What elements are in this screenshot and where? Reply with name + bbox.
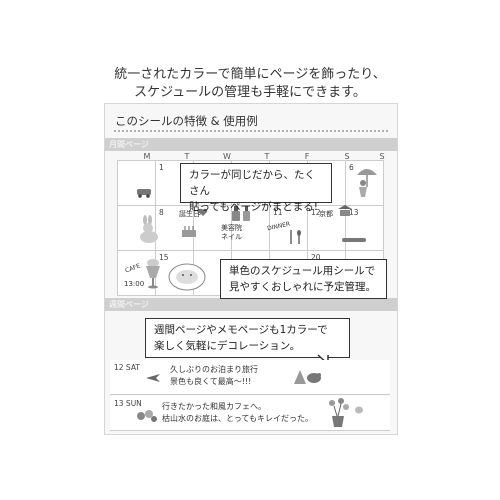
speech-bubble-weekly: 週間ページやメモページも1カラーで 楽しく気軽にデコレーション。 bbox=[145, 318, 350, 358]
event-kyoto: 京都 bbox=[319, 210, 333, 218]
shoes-icon bbox=[342, 238, 366, 242]
date-number: 12 bbox=[311, 208, 321, 217]
flower-vase-icon bbox=[329, 398, 349, 427]
flowers-icon bbox=[137, 410, 157, 422]
diary-note: 久しぶりのお泊まり旅行 bbox=[170, 365, 258, 374]
date-number: 20 bbox=[311, 253, 321, 262]
car-icon bbox=[137, 189, 151, 198]
date-number: 9 bbox=[197, 208, 202, 217]
nail-polish-icon bbox=[232, 206, 250, 221]
bubble-text: 単色のスケジュール用シールで bbox=[229, 265, 376, 277]
speech-bubble-schedule: 単色のスケジュール用シールで 見やすくおしゃれに予定管理。 bbox=[220, 259, 387, 299]
date-number: 1 bbox=[159, 163, 164, 172]
weekday-sat: S bbox=[344, 152, 350, 161]
weekday-tue: T bbox=[184, 152, 190, 161]
heart-icon bbox=[198, 208, 208, 216]
calendar-cell bbox=[232, 206, 270, 251]
date-number: 11 bbox=[273, 208, 283, 217]
calendar-cell: 12 bbox=[308, 206, 346, 251]
weekly-section-bar: 週間ページ bbox=[105, 298, 397, 311]
calendar-cell: 6 bbox=[346, 161, 384, 206]
calendar-cell: 9 bbox=[194, 206, 232, 251]
calendar-cell bbox=[118, 206, 156, 251]
calendar-cell bbox=[308, 161, 346, 206]
weekday-wed: W bbox=[223, 152, 231, 161]
bird-icon bbox=[294, 370, 321, 384]
temple-icon bbox=[338, 205, 352, 216]
event-nail: ネイル bbox=[221, 233, 242, 241]
event-time: 13:00 bbox=[124, 280, 145, 288]
weekly-date: 12 SAT bbox=[114, 363, 140, 372]
calendar-cell bbox=[118, 161, 156, 206]
parfait-icon bbox=[146, 259, 160, 289]
event-salon: 美容院 bbox=[221, 224, 242, 232]
umbrella-girl-icon bbox=[357, 169, 377, 197]
diary-note: 景色も良くて最高〜!!! bbox=[170, 377, 252, 386]
weekday-thu: T bbox=[264, 152, 270, 161]
weekly-page-label: 週間ページ bbox=[109, 300, 149, 309]
dotted-divider bbox=[113, 130, 389, 132]
bubble-text: 週間ページやメモページも1カラーで bbox=[154, 324, 328, 336]
calendar-cell: 11 bbox=[270, 206, 308, 251]
date-number: 6 bbox=[349, 163, 354, 172]
date-number: 13 bbox=[349, 208, 359, 217]
cake-icon bbox=[182, 226, 196, 237]
cutlery-icon bbox=[290, 230, 301, 244]
rabbit-small-icon bbox=[355, 406, 363, 414]
weekly-date: 13 SUN bbox=[114, 399, 142, 408]
bubble-text: カラーが同じだから、たくさん bbox=[189, 169, 315, 197]
bubble-text: 楽しく気軽にデコレーション。 bbox=[154, 340, 301, 352]
card-title: このシールの特徴 & 使用例 bbox=[115, 114, 258, 128]
bubble-text: 貼ってもページがまとまる! bbox=[189, 201, 318, 213]
diary-note: 行きたかった和風カフェへ。 bbox=[162, 402, 266, 411]
diary-note: 枯山水のお庭は、とってもキレイだった。 bbox=[162, 414, 313, 423]
cat-plate-icon bbox=[168, 263, 206, 291]
intro-line-2: スケジュールの管理も手軽にできます。 bbox=[134, 85, 366, 100]
rabbit-icon bbox=[140, 215, 158, 243]
weekday-sun: S bbox=[379, 152, 385, 161]
airplane-icon bbox=[146, 374, 160, 382]
bubble-text: 見やすくおしゃれに予定管理。 bbox=[229, 281, 376, 293]
weekday-mon: M bbox=[143, 152, 151, 161]
event-birthday: 誕生日 bbox=[179, 210, 200, 218]
weekday-fri: F bbox=[304, 152, 310, 161]
calendar-cell: 13 bbox=[346, 206, 384, 251]
speech-bubble-colors: カラーが同じだから、たくさん 貼ってもページがまとまる! bbox=[180, 163, 332, 213]
weekly-row-sat: 12 SAT bbox=[110, 360, 390, 395]
monthly-page-label: 月間ページ bbox=[109, 140, 149, 149]
date-number: 8 bbox=[159, 208, 164, 217]
monthly-section-bar: 月間ページ bbox=[105, 138, 397, 151]
intro-line-1: 統一されたカラーで簡単にページを飾ったり、 bbox=[114, 67, 386, 82]
date-number: 15 bbox=[159, 253, 169, 262]
